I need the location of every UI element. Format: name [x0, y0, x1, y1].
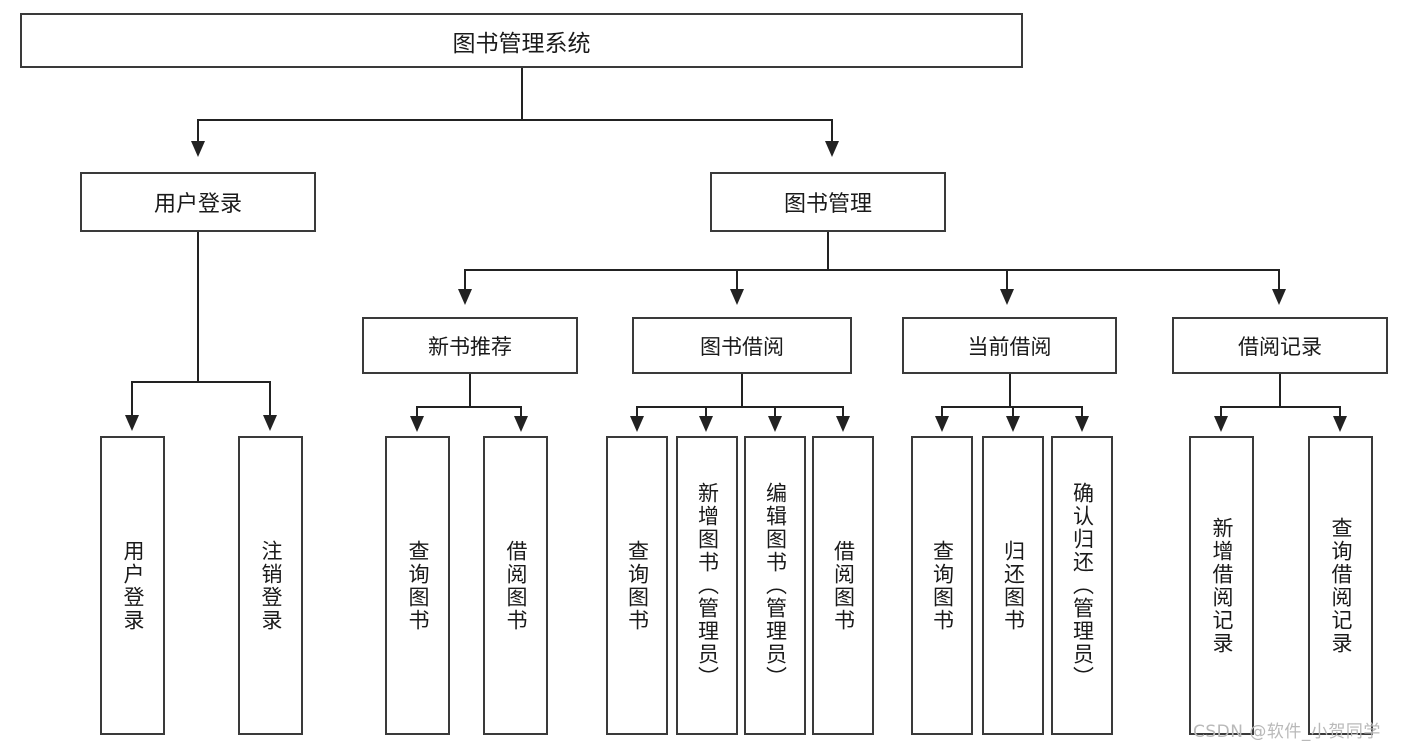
edge-root-bar	[197, 119, 833, 121]
arrow-icon-root-to-login	[191, 141, 205, 157]
edge-record-stem	[1279, 374, 1281, 407]
leaf-confirm-return-admin[interactable]: 确认归还（管理员）	[1051, 436, 1113, 735]
leaf-label: 新增图书（管理员）	[695, 482, 720, 689]
arrow-icon-newbook-leaf1	[410, 416, 424, 432]
edge-bookmgmt-bar	[464, 269, 1280, 271]
arrow-icon-bookmgmt-newbook	[458, 289, 472, 305]
edge-record-bar	[1220, 406, 1341, 408]
node-user-login[interactable]: 用户登录	[80, 172, 316, 232]
arrow-icon-current-leaf2	[1006, 416, 1020, 432]
edge-login-bar	[131, 381, 269, 383]
leaf-label: 确认归还（管理员）	[1070, 482, 1095, 689]
arrow-icon-login-leaf1	[125, 415, 139, 431]
edge-borrow-to-leaf1	[636, 406, 638, 418]
arrow-icon-borrow-leaf3	[768, 416, 782, 432]
arrow-icon-record-leaf1	[1214, 416, 1228, 432]
edge-bookmgmt-to-current	[1006, 269, 1008, 291]
edge-current-to-leaf1	[941, 406, 943, 418]
leaf-label: 归还图书	[1001, 539, 1026, 632]
edge-current-to-leaf3	[1081, 406, 1083, 418]
edge-record-to-leaf2	[1339, 406, 1341, 418]
edge-newbook-to-leaf1	[416, 406, 418, 418]
arrow-icon-bookmgmt-borrow	[730, 289, 744, 305]
arrow-icon-bookmgmt-current	[1000, 289, 1014, 305]
node-current-borrowing[interactable]: 当前借阅	[902, 317, 1117, 374]
node-new-book-recommendation[interactable]: 新书推荐	[362, 317, 578, 374]
leaf-label: 借阅图书	[504, 539, 528, 632]
leaf-return-book[interactable]: 归还图书	[982, 436, 1044, 735]
leaf-borrow-book-newbook[interactable]: 借阅图书	[483, 436, 548, 735]
node-label: 借阅记录	[1238, 334, 1322, 359]
leaf-label: 编辑图书（管理员）	[763, 482, 788, 689]
edge-bookmgmt-to-newbook	[464, 269, 466, 291]
edge-login-stem	[197, 232, 199, 382]
arrow-icon-current-leaf3	[1075, 416, 1089, 432]
edge-newbook-stem	[469, 374, 471, 407]
arrow-icon-borrow-leaf1	[630, 416, 644, 432]
leaf-user-login[interactable]: 用户登录	[100, 436, 165, 735]
arrow-icon-newbook-leaf2	[514, 416, 528, 432]
edge-current-stem	[1009, 374, 1011, 407]
leaf-edit-book-admin[interactable]: 编辑图书（管理员）	[744, 436, 806, 735]
leaf-label: 查询图书	[625, 539, 650, 632]
arrow-icon-borrow-leaf4	[836, 416, 850, 432]
edge-borrow-to-leaf4	[842, 406, 844, 418]
node-book-management[interactable]: 图书管理	[710, 172, 946, 232]
edge-borrow-stem	[741, 374, 743, 407]
arrow-icon-record-leaf2	[1333, 416, 1347, 432]
node-label: 用户登录	[153, 192, 242, 217]
node-label: 图书管理	[783, 192, 872, 217]
edge-borrow-to-leaf3	[774, 406, 776, 418]
edge-root-to-bookmgmt	[831, 119, 833, 143]
edge-login-to-leaf1	[131, 381, 133, 417]
node-book-borrowing[interactable]: 图书借阅	[632, 317, 852, 374]
leaf-label: 查询借阅记录	[1329, 516, 1353, 655]
leaf-label: 查询图书	[930, 539, 955, 632]
leaf-query-book-current[interactable]: 查询图书	[911, 436, 973, 735]
edge-bookmgmt-stem	[827, 232, 829, 270]
csdn-watermark: CSDN @软件_小贺同学	[1193, 722, 1381, 742]
leaf-label: 用户登录	[121, 539, 145, 632]
edge-record-to-leaf1	[1220, 406, 1222, 418]
leaf-logout[interactable]: 注销登录	[238, 436, 303, 735]
edge-current-to-leaf2	[1012, 406, 1014, 418]
edge-borrow-to-leaf2	[705, 406, 707, 418]
edge-login-to-leaf2	[269, 381, 271, 417]
leaf-query-book-newbook[interactable]: 查询图书	[385, 436, 450, 735]
edge-newbook-to-leaf2	[520, 406, 522, 418]
node-label: 图书管理系统	[452, 30, 591, 57]
edge-newbook-bar	[416, 406, 522, 408]
edge-root-stem	[521, 68, 523, 120]
leaf-label: 查询图书	[406, 539, 430, 632]
leaf-add-borrow-record[interactable]: 新增借阅记录	[1189, 436, 1254, 735]
node-label: 当前借阅	[967, 334, 1052, 359]
leaf-label: 借阅图书	[831, 539, 856, 632]
arrow-icon-login-leaf2	[263, 415, 277, 431]
leaf-query-borrow-record[interactable]: 查询借阅记录	[1308, 436, 1373, 735]
edge-borrow-bar	[636, 406, 844, 408]
arrow-icon-current-leaf1	[935, 416, 949, 432]
edge-bookmgmt-to-borrow	[736, 269, 738, 291]
node-root-system[interactable]: 图书管理系统	[20, 13, 1023, 68]
leaf-label: 注销登录	[259, 539, 283, 632]
node-borrowing-record[interactable]: 借阅记录	[1172, 317, 1388, 374]
node-label: 图书借阅	[700, 334, 784, 359]
leaf-add-book-admin[interactable]: 新增图书（管理员）	[676, 436, 738, 735]
leaf-label: 新增借阅记录	[1210, 516, 1234, 655]
arrow-icon-borrow-leaf2	[699, 416, 713, 432]
leaf-borrow-book-borrowing[interactable]: 借阅图书	[812, 436, 874, 735]
node-label: 新书推荐	[428, 334, 512, 359]
edge-root-to-login	[197, 119, 199, 143]
edge-bookmgmt-to-record	[1278, 269, 1280, 291]
arrow-icon-bookmgmt-record	[1272, 289, 1286, 305]
arrow-icon-root-to-bookmgmt	[825, 141, 839, 157]
leaf-query-book-borrowing[interactable]: 查询图书	[606, 436, 668, 735]
